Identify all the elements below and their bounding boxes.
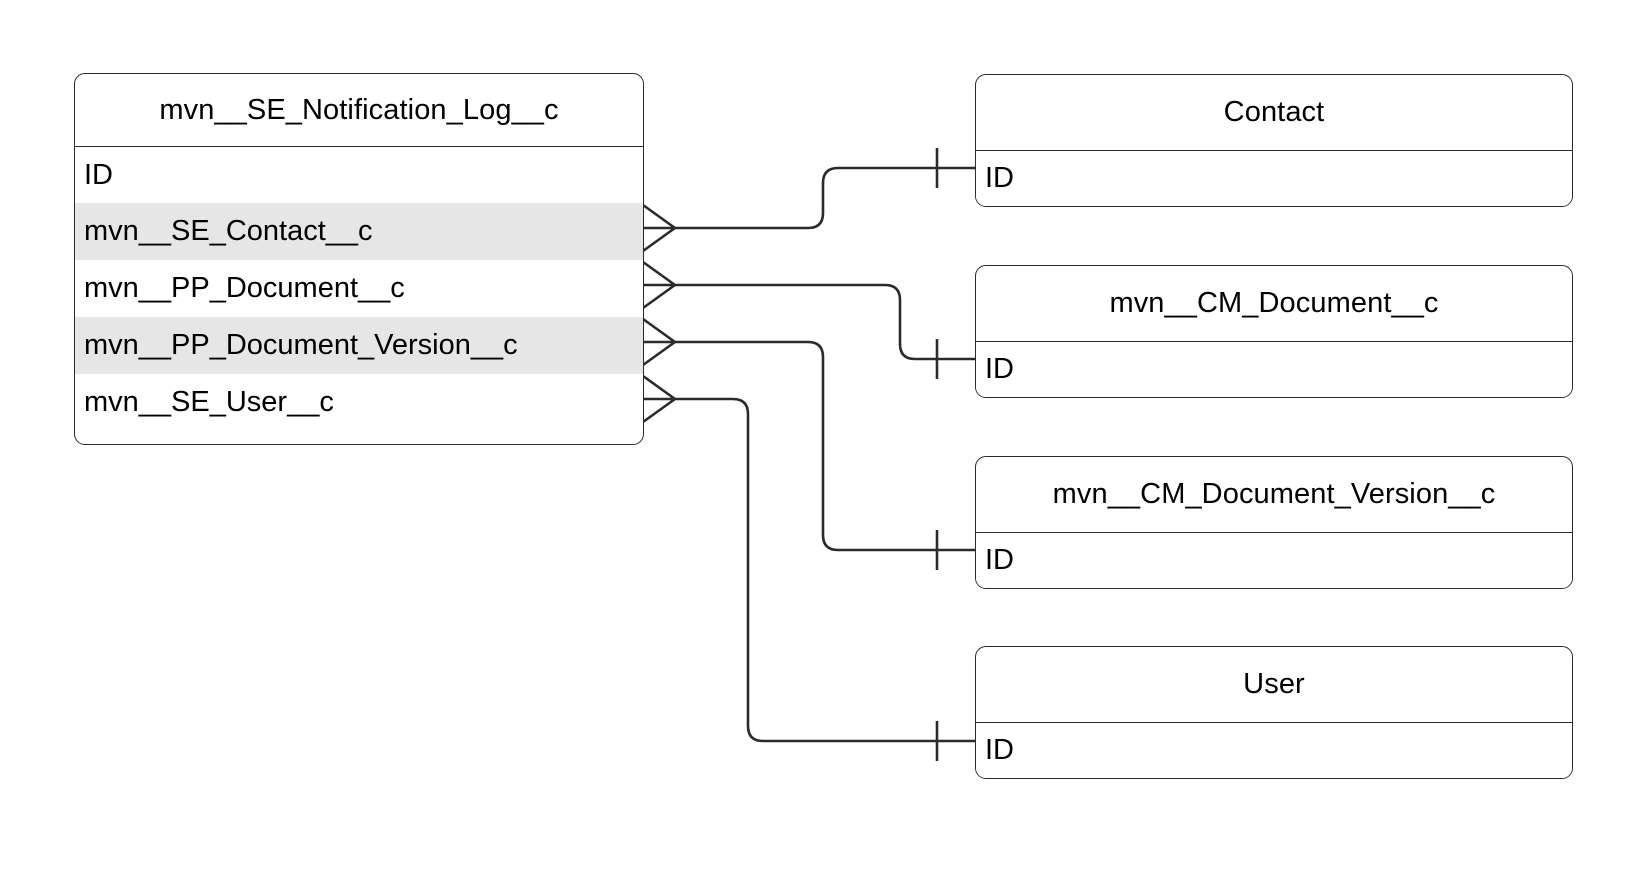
- entity-field-list: ID: [976, 533, 1572, 588]
- crows-foot-many-contact: [642, 203, 676, 253]
- crows-foot-many-cm-document: [642, 260, 676, 310]
- entity-mvn-se-notification-log[interactable]: mvn__SE_Notification_Log__c ID mvn__SE_C…: [74, 73, 644, 445]
- entity-field-row[interactable]: mvn__PP_Document_Version__c: [75, 317, 643, 374]
- entity-title: mvn__CM_Document__c: [976, 266, 1572, 342]
- crows-foot-many-user: [642, 374, 676, 424]
- entity-contact[interactable]: Contact ID: [975, 74, 1573, 207]
- entity-field-list: ID: [976, 342, 1572, 397]
- entity-field-row[interactable]: mvn__SE_User__c: [75, 374, 643, 431]
- entity-field-list: ID mvn__SE_Contact__c mvn__PP_Document__…: [75, 147, 643, 431]
- entity-field-row[interactable]: ID: [976, 342, 1572, 397]
- entity-title: mvn__SE_Notification_Log__c: [75, 74, 643, 147]
- entity-title: User: [976, 647, 1572, 723]
- entity-field-list: ID: [976, 151, 1572, 206]
- relationship-edge-user: [642, 374, 975, 761]
- entity-mvn-cm-document[interactable]: mvn__CM_Document__c ID: [975, 265, 1573, 398]
- entity-field-row[interactable]: ID: [976, 723, 1572, 778]
- relationship-edge-cm-document-version: [642, 317, 975, 570]
- entity-field-row[interactable]: ID: [75, 147, 643, 203]
- entity-field-list: ID: [976, 723, 1572, 778]
- entity-field-row[interactable]: ID: [976, 533, 1572, 588]
- relationship-edge-contact: [642, 148, 975, 253]
- entity-field-row[interactable]: mvn__PP_Document__c: [75, 260, 643, 317]
- entity-title: Contact: [976, 75, 1572, 151]
- crows-foot-many-cm-document-version: [642, 317, 676, 367]
- entity-user[interactable]: User ID: [975, 646, 1573, 779]
- entity-mvn-cm-document-version[interactable]: mvn__CM_Document_Version__c ID: [975, 456, 1573, 589]
- entity-field-row[interactable]: mvn__SE_Contact__c: [75, 203, 643, 260]
- relationship-edge-cm-document: [642, 260, 975, 379]
- entity-field-row[interactable]: ID: [976, 151, 1572, 206]
- entity-title: mvn__CM_Document_Version__c: [976, 457, 1572, 533]
